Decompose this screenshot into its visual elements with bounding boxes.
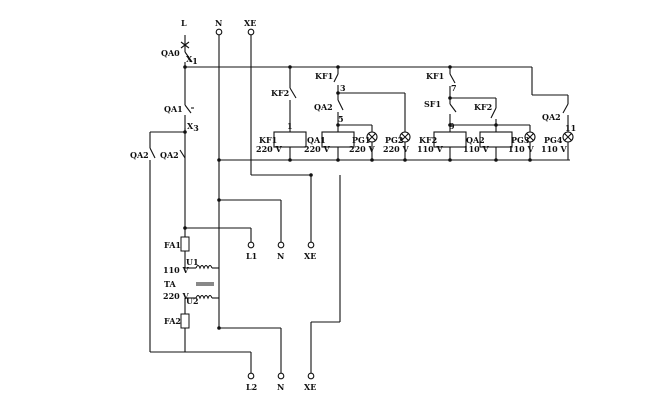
label-fa1: FA1 — [164, 240, 181, 250]
terminal-n1 — [277, 241, 285, 249]
label-load-pg1: PG1 — [352, 135, 370, 145]
label-load-pg3: PG3 — [511, 135, 530, 145]
label-qa1-left: QA1 — [164, 104, 183, 114]
lamps — [366, 131, 574, 143]
coils — [273, 131, 513, 148]
label-n2: N — [277, 382, 284, 392]
terminal-l1 — [247, 241, 255, 249]
label-load-pg2: PG2 — [385, 135, 403, 145]
fuse-fa1 — [180, 236, 190, 252]
terminal-xe2 — [307, 372, 315, 380]
labels: L N XE QA0 X1 QA1 X3 QA2 QA2 FA1 U1 110 … — [130, 18, 576, 392]
label-load-qa1: QA1 — [307, 135, 326, 145]
label-node-1: 1 — [287, 121, 293, 131]
label-220v-ta: 220 V — [163, 291, 189, 301]
junction-dots — [183, 65, 532, 330]
label-fa2: FA2 — [164, 316, 181, 326]
coil-kf2 — [433, 131, 467, 148]
label-load-pg3-volt: 110 V — [508, 144, 534, 154]
label-n1: N — [277, 251, 284, 261]
terminal-xe1 — [307, 241, 315, 249]
label-load-qa2-volt: 110 V — [463, 144, 489, 154]
terminal-l2 — [247, 372, 255, 380]
label-110v-ta: 110 V — [163, 265, 189, 275]
label-qa2-mid: QA2 — [314, 102, 333, 112]
label-load-pg2-volt: 220 V — [383, 144, 409, 154]
label-qa0: QA0 — [161, 48, 180, 58]
terminal-top-xe — [247, 28, 255, 36]
label-kf2-left: KF2 — [271, 88, 289, 98]
label-kf1-top: KF1 — [315, 71, 333, 81]
fuse-fa2 — [180, 313, 190, 329]
supply-wiring — [149, 35, 570, 376]
label-node-11: 11 — [565, 123, 576, 133]
label-load-kf1: KF1 — [259, 135, 277, 145]
coil-qa2 — [479, 131, 513, 148]
label-load-pg4-volt: 110 V — [541, 144, 567, 154]
label-load-pg1-volt: 220 V — [349, 144, 375, 154]
terminal-n2 — [277, 372, 285, 380]
label-node-3: 3 — [340, 83, 346, 93]
label-xe-top: XE — [244, 18, 256, 28]
label-u2: U2 — [186, 296, 199, 306]
label-node-5: 5 — [338, 114, 344, 124]
transformer-ta — [195, 264, 214, 300]
label-node-9: 9 — [449, 121, 455, 131]
label-n-top: N — [215, 18, 222, 28]
terminals — [215, 28, 315, 380]
label-kf1-right: KF1 — [426, 71, 444, 81]
label-load-pg4: PG4 — [544, 135, 563, 145]
label-ta: TA — [164, 279, 177, 289]
label-load-kf2-volt: 110 V — [417, 144, 443, 154]
label-load-kf2: KF2 — [419, 135, 437, 145]
coil-kf1 — [273, 131, 307, 148]
label-load-kf1-volt: 220 V — [256, 144, 282, 154]
label-load-qa1-volt: 220 V — [304, 144, 330, 154]
label-qa2-left-a: QA2 — [130, 150, 149, 160]
label-xe1: XE — [304, 251, 316, 261]
label-x3: X3 — [187, 121, 199, 133]
label-load-qa2: QA2 — [466, 135, 485, 145]
coil-qa1 — [321, 131, 355, 148]
label-qa2-right: QA2 — [542, 112, 561, 122]
label-xe2: XE — [304, 382, 316, 392]
label-u1: U1 — [186, 257, 199, 267]
label-node-7: 7 — [451, 83, 457, 93]
label-l1: L1 — [246, 251, 257, 261]
label-sf1: SF1 — [424, 99, 441, 109]
terminal-top-n — [215, 28, 223, 36]
label-l: L — [181, 18, 187, 28]
control-branches — [289, 67, 569, 160]
label-x1: X1 — [186, 54, 198, 66]
label-kf2-right: KF2 — [474, 102, 492, 112]
label-l2: L2 — [246, 382, 257, 392]
label-qa2-left-b: QA2 — [160, 150, 179, 160]
